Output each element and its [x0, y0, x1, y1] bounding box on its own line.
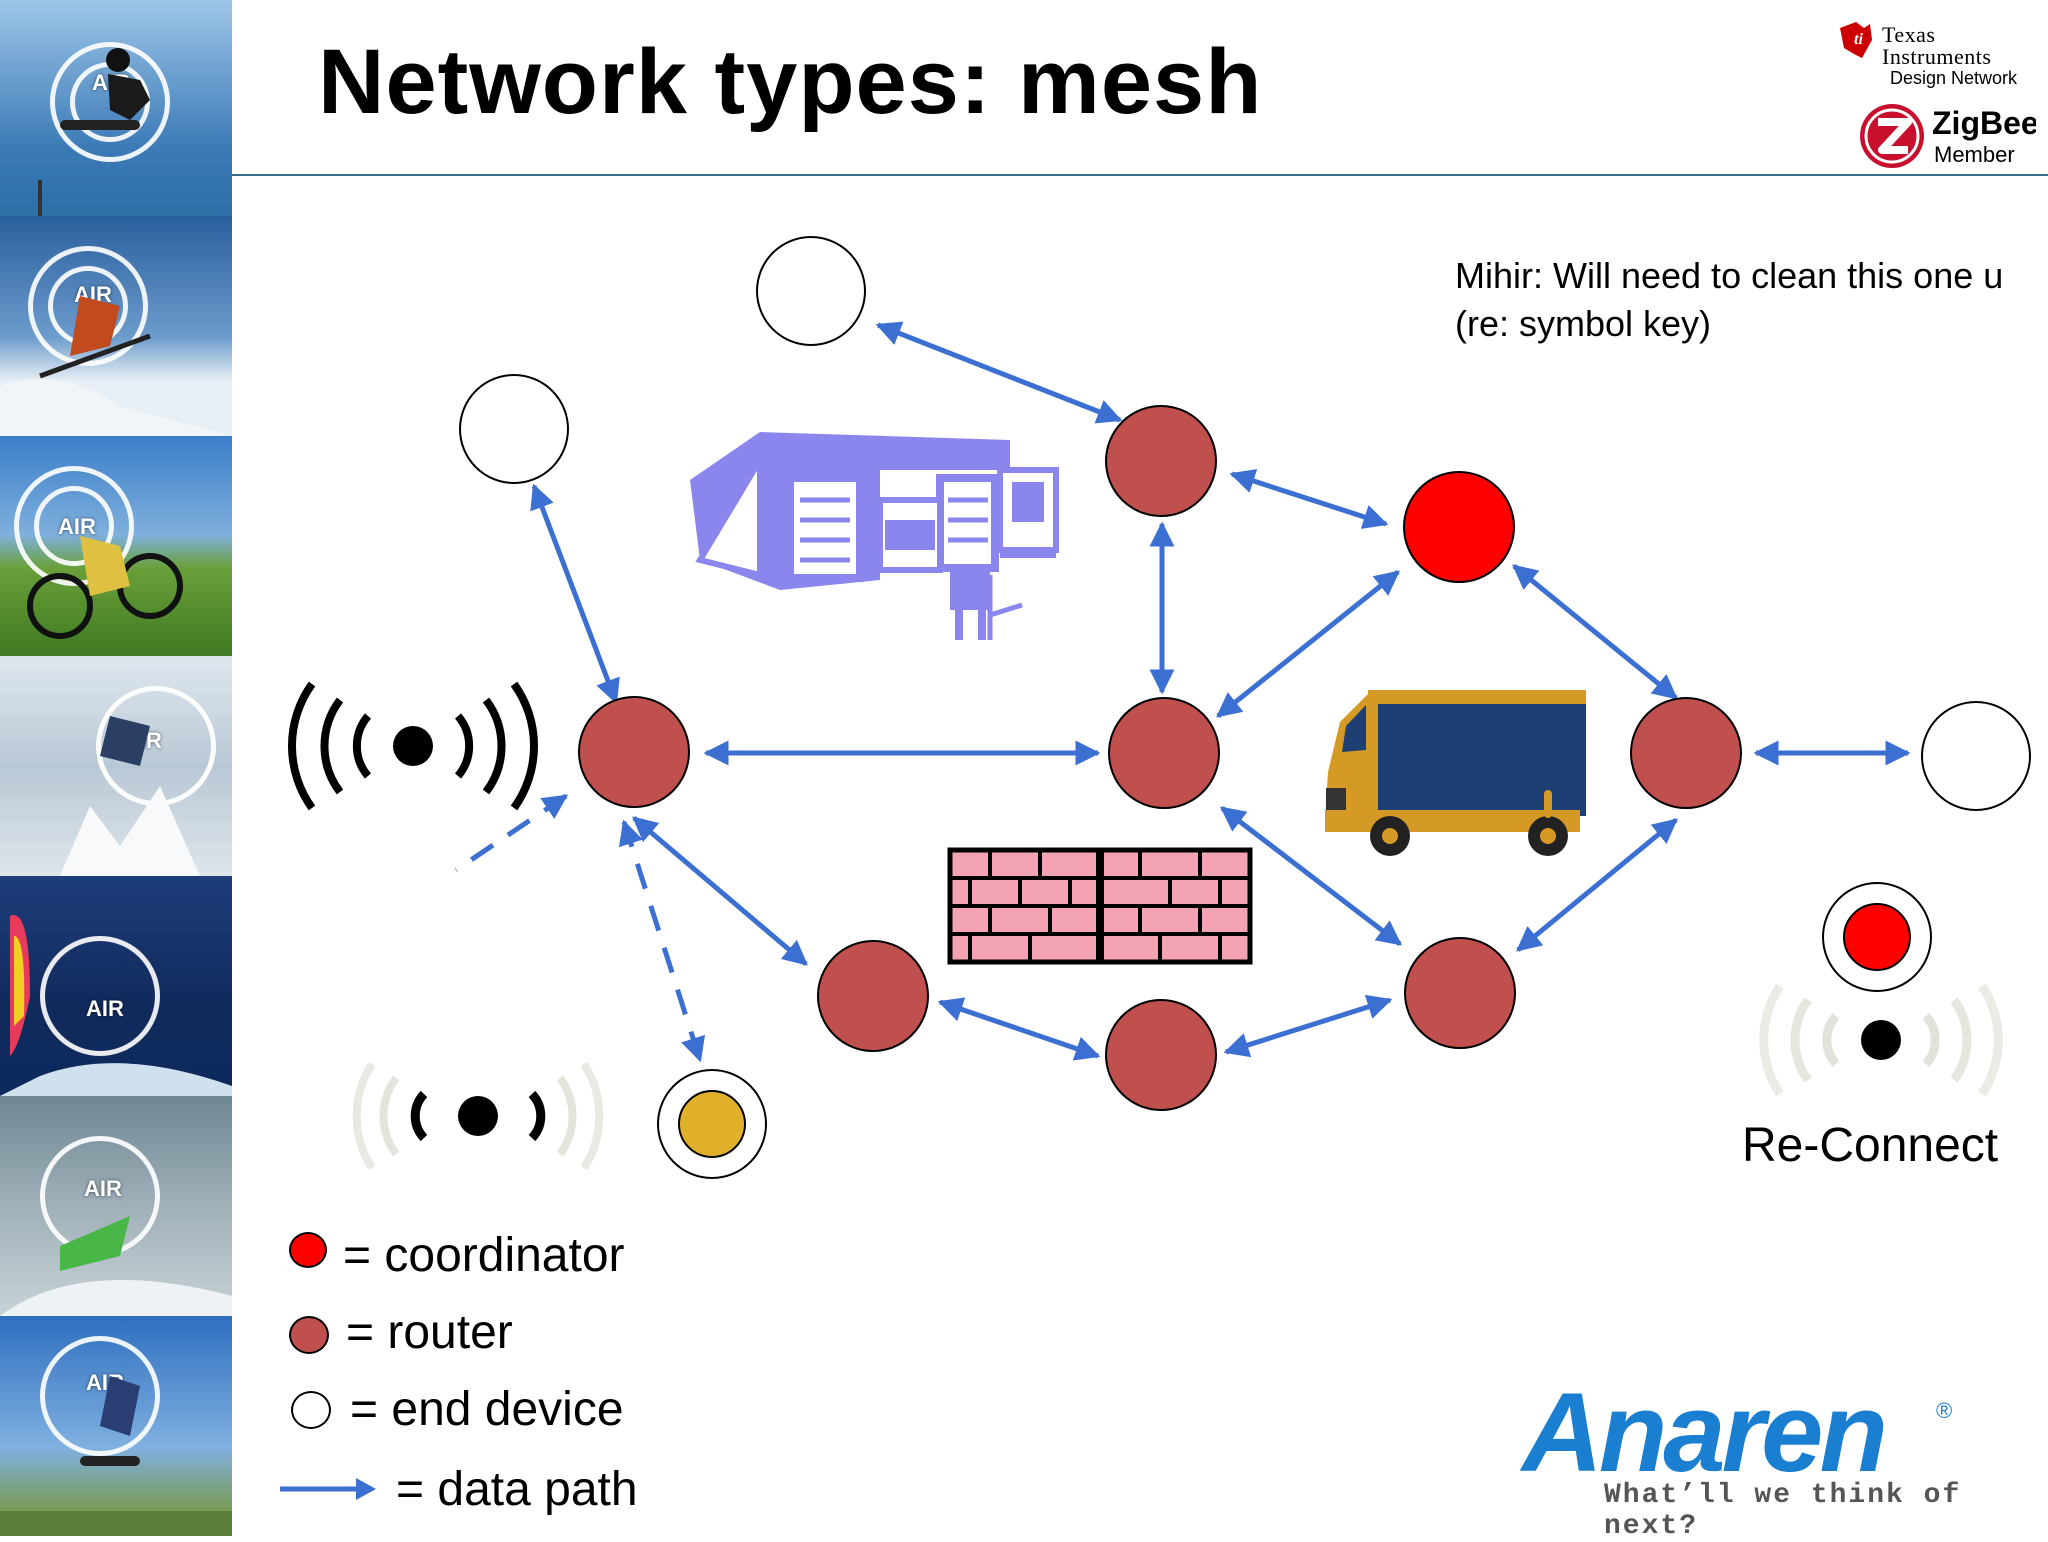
photo-panel-windsurfing: AIR: [0, 876, 232, 1096]
wakeboarder-silhouette-icon: [0, 1216, 232, 1316]
zigbee-wordmark: ZigBee: [1932, 105, 2036, 141]
slide-title: Network types: mesh: [318, 31, 1263, 133]
legend-end-device-swatch: [291, 1391, 331, 1429]
air-label: AIR: [58, 514, 96, 539]
sidebar-photo-strip: AIR AIR AIR AIR: [0, 0, 232, 1536]
router-node: [1108, 697, 1220, 809]
legend-router-swatch: [289, 1316, 329, 1354]
sleeping-device-inner: [678, 1090, 746, 1158]
registered-mark-icon: ®: [1936, 1398, 1953, 1423]
end-device-node: [756, 236, 866, 346]
router-node: [578, 696, 690, 808]
anaren-logo: Anaren: [1522, 1370, 1888, 1495]
link-routertop-coordinator: [1229, 469, 1389, 529]
texas-instruments-logo: ti Texas Instruments: [1840, 22, 1991, 69]
photo-panel-snowboarding: AIR: [0, 656, 232, 876]
air-label: AIR: [86, 996, 124, 1021]
speaker-note: Mihir: Will need to clean this one u (re…: [1455, 252, 2048, 348]
router-node: [817, 940, 929, 1052]
speaker-note-line2: (re: symbol key): [1455, 303, 1712, 344]
biker-silhouette-icon: [27, 536, 183, 639]
reconnect-wireless-signal-icon: [1759, 983, 2003, 1097]
photo-panel-biking: AIR: [0, 436, 232, 656]
legend-data-path-label: = data path: [396, 1463, 638, 1516]
coordinator-node: [1403, 471, 1515, 583]
wireless-signal-icon: [287, 681, 539, 811]
ti-wordmark-line1: Texas: [1882, 22, 1936, 47]
router-node: [1404, 937, 1516, 1049]
mesh-nodes: [459, 236, 2031, 1179]
link-routerleft-routerbl: [632, 816, 808, 966]
router-node: [1630, 697, 1742, 809]
zigbee-member-logo: ZigBee Member: [1860, 104, 2036, 168]
skier-silhouette-icon: [0, 296, 232, 436]
photo-panel-skateboarding: AIR: [0, 0, 232, 216]
skater-silhouette-icon: [38, 48, 150, 216]
link-routerbl-routerbc: [937, 997, 1101, 1061]
link-coordinator-routerright: [1512, 564, 1678, 700]
snowboarder-silhouette-icon: [60, 716, 200, 876]
anaren-tagline: What’ll we think of next?: [1604, 1480, 1962, 1542]
svg-text:ti: ti: [1854, 31, 1863, 48]
link-edleft-routerleft: [530, 483, 620, 705]
link-routercenter-routerbr: [1220, 806, 1402, 946]
link-wireless-dashed: [454, 793, 569, 873]
reconnect-device-inner: [1843, 903, 1911, 971]
warehouse-illustration: [690, 432, 1059, 640]
truck-illustration: [1325, 690, 1586, 856]
end-device-node: [1921, 701, 2031, 811]
link-routerbr-routerright: [1516, 818, 1678, 952]
reconnect-label: Re-Connect: [1742, 1119, 1999, 1172]
photo-panel-wakeboarding: AIR: [0, 1096, 232, 1316]
windsurfer-silhouette-icon: [0, 915, 232, 1096]
title-divider: [232, 174, 2048, 176]
brick-wall-illustration: [947, 847, 1253, 965]
mesh-links: [454, 321, 1911, 1063]
mesh-network-diagram: [287, 236, 2031, 1179]
router-node: [1105, 999, 1217, 1111]
link-routerbc-routerbr: [1223, 994, 1393, 1058]
photo-panel-skiing: AIR: [0, 216, 232, 436]
legend-coordinator-label: = coordinator: [343, 1229, 625, 1282]
ti-design-network-label: Design Network: [1890, 68, 2018, 88]
speaker-note-line1: Mihir: Will need to clean this one u: [1455, 255, 2004, 296]
photo-panel-inline-skating: AIR: [0, 1316, 232, 1536]
legend-coordinator-swatch: [289, 1232, 327, 1268]
legend-router-label: = router: [346, 1306, 513, 1359]
router-node: [1105, 405, 1217, 517]
legend-end-device-label: = end device: [350, 1383, 624, 1436]
ti-wordmark-line2: Instruments: [1882, 44, 1991, 69]
legend-data-path-arrow-icon: [280, 1478, 376, 1500]
link-routercenter-coordinator: [1216, 570, 1400, 718]
link-routerleft-sleeping: [618, 819, 706, 1063]
zigbee-member-label: Member: [1934, 142, 2015, 167]
link-edtop-routertop: [875, 321, 1123, 424]
end-device-node: [459, 374, 569, 484]
skater-silhouette-icon: [0, 1376, 232, 1536]
faded-wireless-signal-icon: [352, 1061, 604, 1171]
air-label: AIR: [84, 1176, 122, 1201]
